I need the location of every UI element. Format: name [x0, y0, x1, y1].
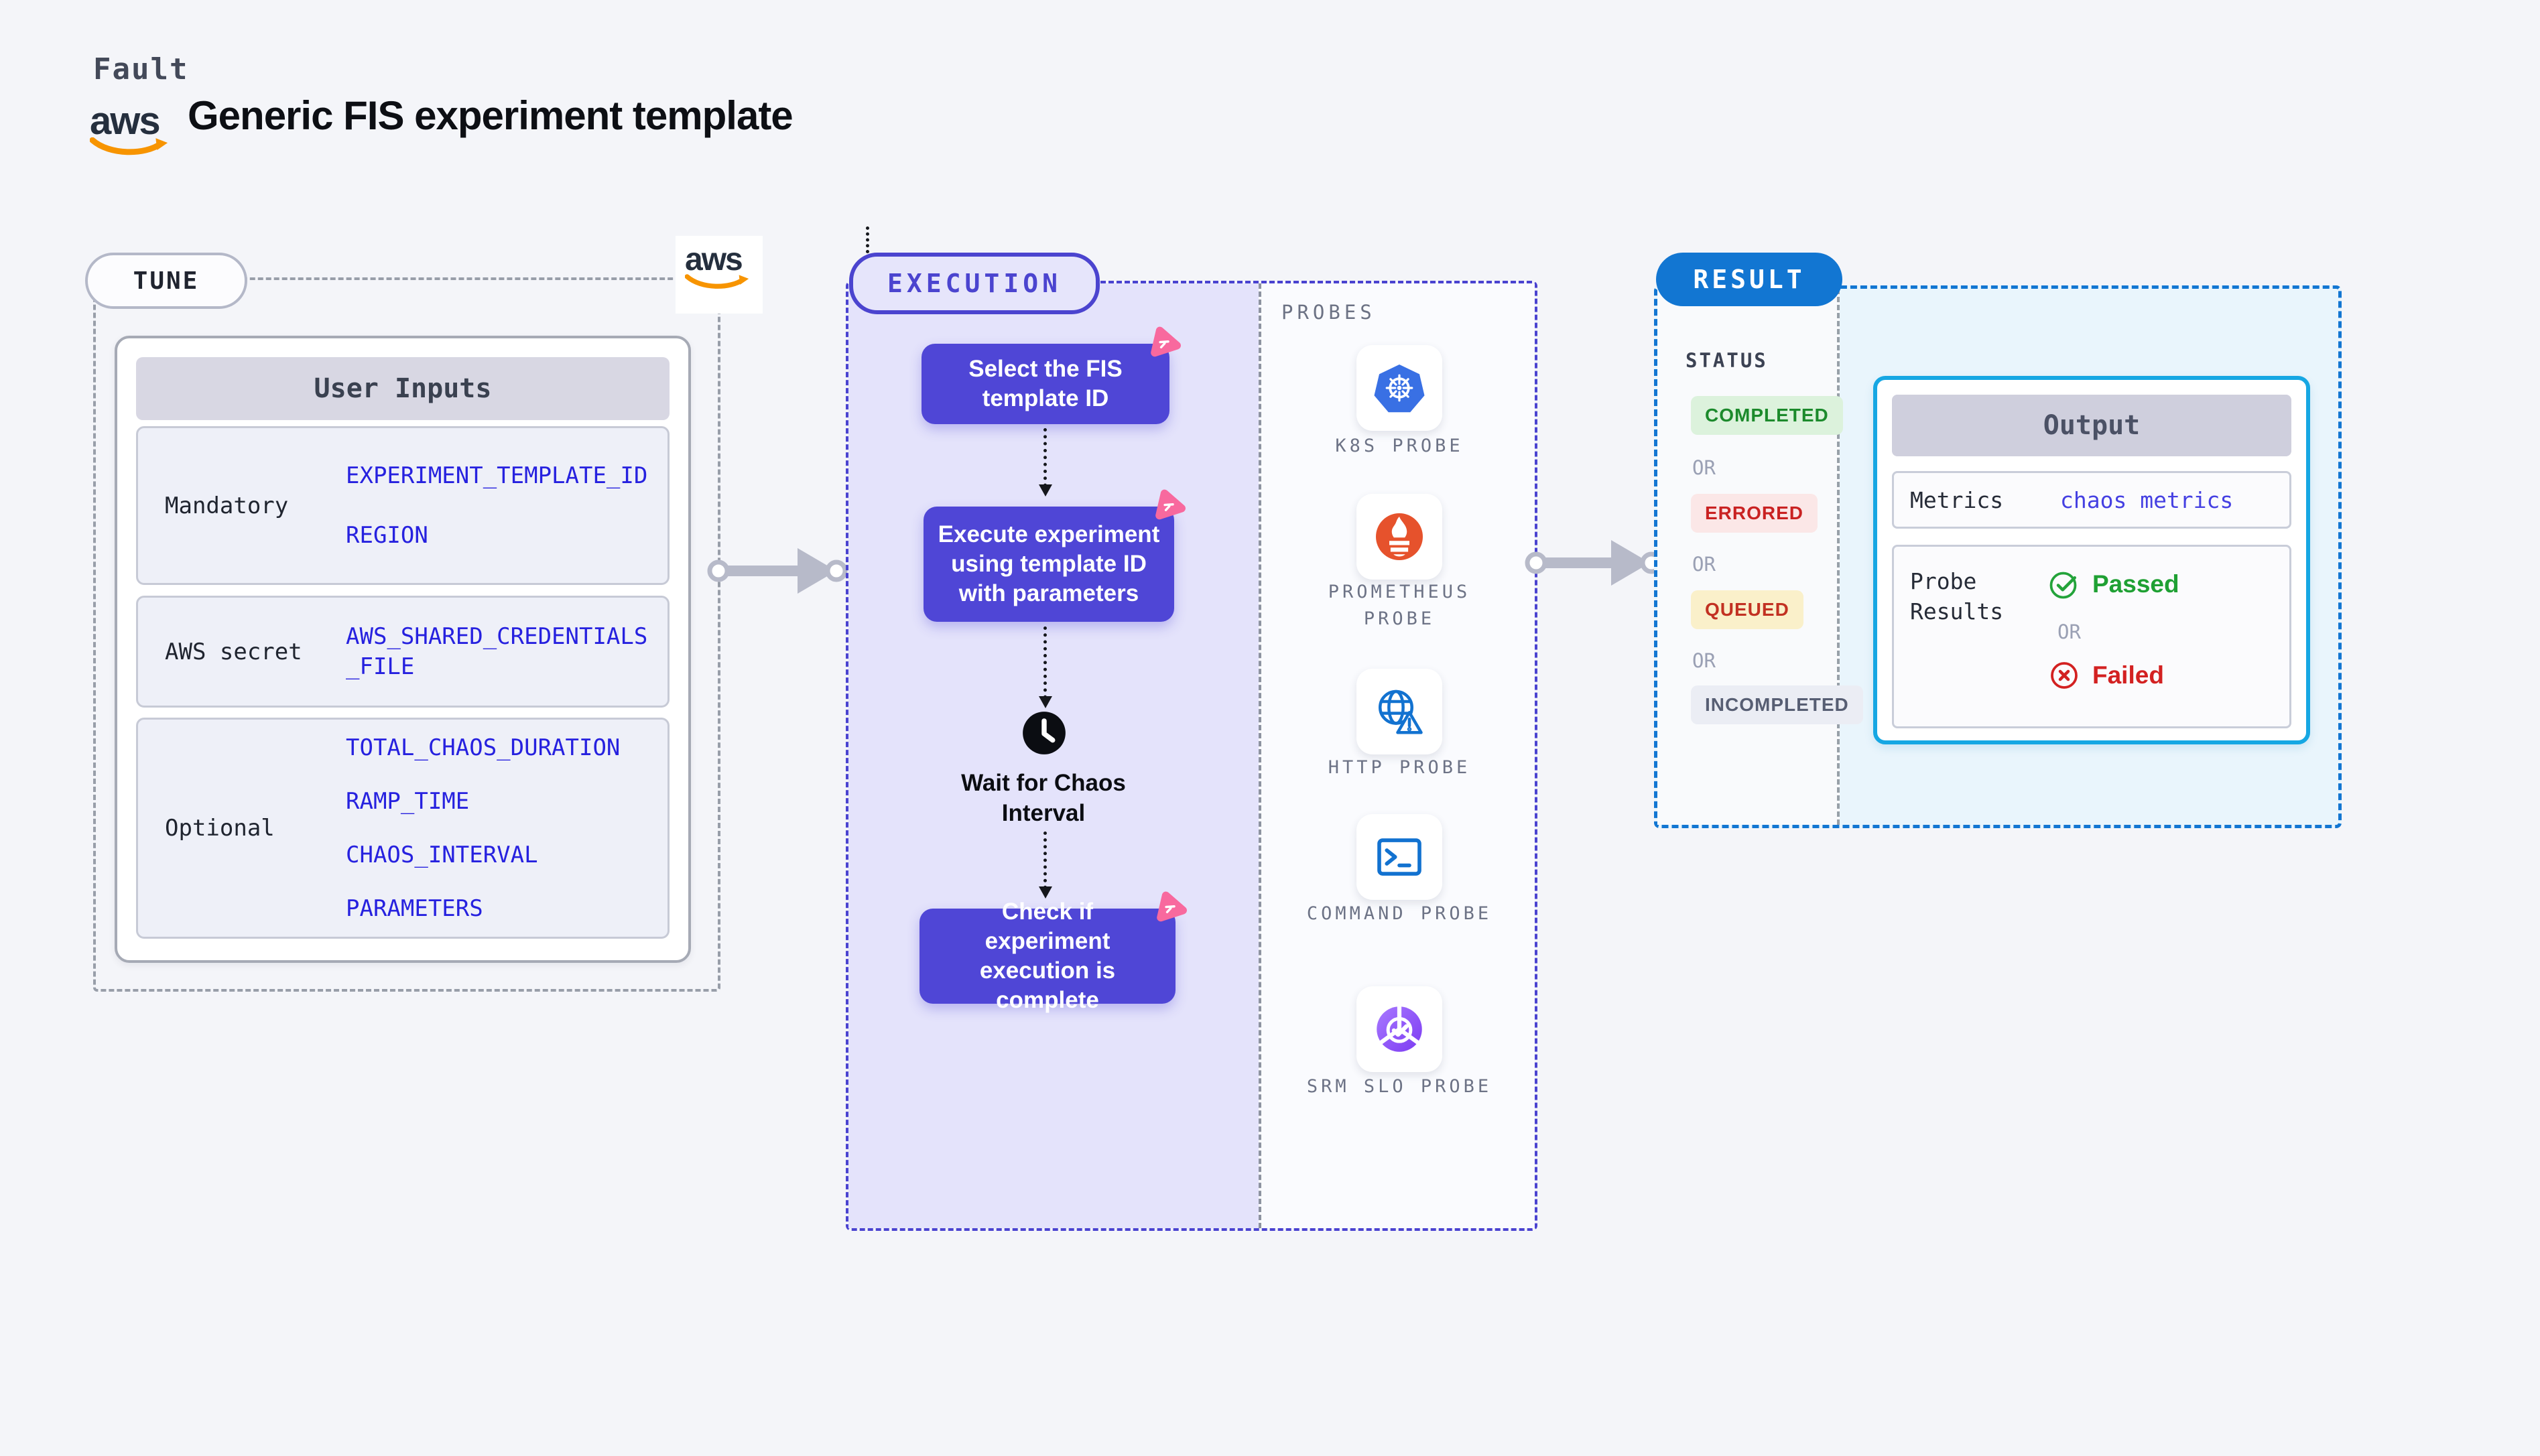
chaos-fan-icon — [1155, 489, 1186, 520]
status-badge-queued: QUEUED — [1691, 590, 1803, 629]
table-row: AWS secret AWS_SHARED_CREDENTIALS_FILE — [136, 596, 670, 708]
table-row: Optional TOTAL_CHAOS_DURATION RAMP_TIME … — [136, 718, 670, 939]
execution-flow-area — [848, 283, 1259, 1228]
row-label: Optional — [165, 815, 275, 842]
passed-label: Passed — [2092, 570, 2179, 598]
aws-logo: aws — [90, 99, 172, 159]
clock-icon — [1021, 710, 1067, 756]
status-badge-errored: ERRORED — [1691, 494, 1818, 533]
table-row: Mandatory EXPERIMENT_TEMPLATE_ID REGION — [136, 426, 670, 585]
output-card: Output Metrics chaos metrics Probe Resul… — [1873, 376, 2310, 744]
chaos-fan-icon — [1157, 891, 1187, 922]
tune-badge: TUNE — [85, 253, 247, 309]
input-variable: RAMP_TIME — [346, 787, 470, 815]
probe-tile-http — [1356, 669, 1442, 754]
probe-label: SRM SLO PROBE — [1306, 1076, 1493, 1097]
probe-tile-command — [1356, 814, 1442, 900]
input-variable: EXPERIMENT_TEMPLATE_ID — [346, 462, 648, 490]
metrics-row: Metrics chaos metrics — [1892, 471, 2291, 529]
page-title: Generic FIS experiment template — [188, 93, 793, 138]
probe-tile-prometheus — [1356, 494, 1442, 580]
probe-label: HTTP PROBE — [1328, 757, 1471, 778]
arrow-execution-to-result — [1525, 540, 1663, 586]
execution-badge: EXECUTION — [849, 253, 1100, 314]
chaos-fan-icon — [1151, 326, 1181, 357]
check-circle-icon — [2049, 572, 2077, 599]
flow-connector — [1039, 428, 1052, 497]
user-inputs-header: User Inputs — [136, 357, 670, 420]
status-badge-incompleted: INCOMPLETED — [1691, 685, 1863, 724]
probe-label: PROMETHEUS PROBE — [1328, 582, 1471, 629]
row-label: Mandatory — [165, 492, 289, 519]
execution-panel: Select the FIS template ID Execute exper… — [846, 281, 1537, 1231]
flow-step-check-complete: Check if experiment execution is complet… — [919, 891, 1187, 1013]
flow-step-execute-experiment: Execute experiment using template ID wit… — [924, 489, 1186, 622]
result-panel: STATUS COMPLETED OR ERRORED OR QUEUED OR… — [1654, 285, 2342, 828]
failed-label: Failed — [2092, 661, 2164, 689]
outcome-failed: Failed — [2048, 659, 2179, 691]
flow-step-select-template: Select the FIS template ID — [922, 326, 1181, 424]
status-badge-completed: COMPLETED — [1691, 396, 1843, 435]
aws-smile-icon — [685, 273, 749, 289]
arrow-tune-to-execution — [707, 548, 848, 594]
aws-smile-icon — [90, 137, 168, 155]
probes-section-label: PROBES — [1281, 301, 1376, 324]
probe-results-label: Probe Results — [1910, 568, 2004, 624]
input-variable: CHAOS_INTERVAL — [346, 842, 538, 868]
terminal-icon — [1377, 838, 1421, 876]
probe-results-outcomes: Passed OR Failed — [2048, 547, 2179, 726]
prometheus-icon — [1376, 513, 1423, 560]
probe-label: K8S PROBE — [1335, 436, 1464, 456]
input-variable: REGION — [346, 521, 428, 549]
flow-step-label: Select the FIS template ID — [968, 355, 1123, 411]
execution-top-connector — [866, 226, 869, 253]
row-values: TOTAL_CHAOS_DURATION RAMP_TIME CHAOS_INT… — [346, 733, 655, 924]
globe-alert-icon — [1379, 689, 1423, 734]
status-column — [1657, 289, 1840, 825]
or-label: OR — [1692, 649, 1716, 672]
status-section-label: STATUS — [1686, 349, 1768, 372]
probe-tile-k8s — [1356, 345, 1442, 431]
flow-step-label: Execute experiment using template ID wit… — [938, 521, 1160, 607]
or-label: OR — [1692, 456, 1716, 479]
kubernetes-icon — [1374, 365, 1425, 413]
input-variable: PARAMETERS — [346, 895, 483, 923]
aws-logo-text: aws — [90, 99, 161, 143]
flow-step-label: Check if experiment execution is complet… — [979, 898, 1116, 1014]
metrics-value: chaos metrics — [2060, 486, 2234, 513]
aws-logo-small: aws — [685, 242, 752, 292]
aws-logo-text: aws — [685, 242, 743, 277]
row-values: EXPERIMENT_TEMPLATE_ID REGION — [346, 461, 655, 549]
wait-step-label: Wait for Chaos Interval — [961, 770, 1126, 826]
outcome-passed: Passed — [2048, 568, 2179, 600]
output-header: Output — [1892, 395, 2291, 456]
input-variable: AWS_SHARED_CREDENTIALS_FILE — [346, 623, 648, 680]
user-inputs-card: User Inputs Mandatory EXPERIMENT_TEMPLAT… — [115, 336, 691, 963]
metrics-label: Metrics — [1910, 486, 2004, 513]
probe-tile-srm-slo — [1356, 986, 1442, 1072]
x-circle-icon — [2051, 662, 2078, 689]
or-label: OR — [1692, 553, 1716, 576]
tune-panel: User Inputs Mandatory EXPERIMENT_TEMPLAT… — [93, 277, 720, 992]
aws-logo-patch — [676, 236, 763, 314]
flow-connector — [1039, 832, 1052, 899]
flow-connector — [1039, 626, 1052, 708]
or-label: OR — [2057, 620, 2081, 643]
brand-label: Fault — [93, 52, 189, 86]
row-values: AWS_SHARED_CREDENTIALS_FILE — [346, 622, 655, 681]
row-label: AWS secret — [165, 638, 302, 665]
probe-label: COMMAND PROBE — [1306, 903, 1493, 924]
input-variable: TOTAL_CHAOS_DURATION — [346, 734, 621, 761]
slo-pie-icon — [1377, 1006, 1422, 1052]
probe-results-row: Probe Results Passed OR — [1892, 545, 2291, 728]
result-badge: RESULT — [1656, 253, 1842, 306]
